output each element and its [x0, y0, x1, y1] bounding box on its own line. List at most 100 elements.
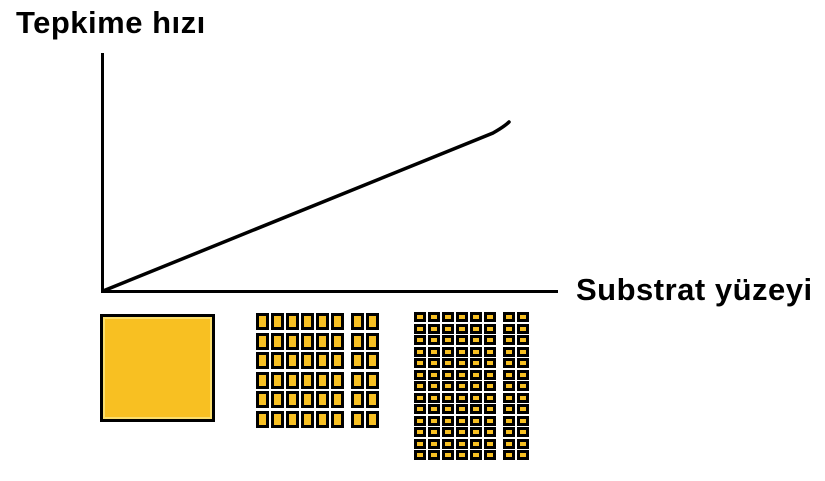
particle-cell: [271, 391, 284, 408]
y-axis-label: Tepkime hızı: [16, 5, 206, 40]
particle-cell: [316, 371, 329, 389]
particle-row: [414, 404, 531, 416]
particle-cell: [414, 392, 426, 403]
particle-cell: [286, 332, 299, 350]
particle-row: [100, 314, 215, 422]
particle-cell: [414, 427, 426, 437]
particle-cell: [470, 381, 482, 391]
particle-cell: [331, 332, 344, 350]
particle-row: [414, 312, 531, 324]
particle-cell: [256, 313, 269, 330]
particle-row: [256, 391, 381, 411]
particle-cell: [316, 391, 329, 408]
particle-cell: [456, 450, 468, 460]
particle-cell: [517, 358, 529, 368]
particle-cell: [316, 313, 329, 330]
particle-cell: [442, 381, 454, 391]
substrate-block-whole: [100, 314, 215, 422]
x-axis-line: [101, 290, 558, 293]
particle-cell: [470, 358, 482, 368]
particle-cell: [484, 404, 496, 414]
particle-row: [414, 335, 531, 347]
particle-cell: [442, 346, 454, 357]
particle-cell: [414, 335, 426, 345]
particle-row: [414, 392, 531, 405]
particle-cell: [517, 427, 529, 437]
particle-cell: [484, 358, 496, 368]
particle-cell: [414, 438, 426, 449]
particle-row: [414, 358, 531, 370]
particle-cell: [428, 415, 440, 426]
substrate-block-medium-particles: [256, 313, 381, 430]
particle-cell: [456, 392, 468, 403]
particle-cell: [301, 371, 314, 389]
particle-cell: [428, 312, 440, 322]
particle-cell: [351, 352, 364, 369]
particle-cell: [351, 313, 364, 330]
particle-cell: [484, 312, 496, 322]
particle-cell: [351, 391, 364, 408]
particle-cell: [484, 346, 496, 357]
particle-row: [414, 381, 531, 393]
particle-cell: [351, 371, 364, 389]
particle-cell: [517, 335, 529, 345]
particle-cell: [517, 415, 529, 426]
particle-cell: [428, 369, 440, 380]
particle-row: [256, 352, 381, 372]
particle-cell: [456, 323, 468, 334]
particle-cell: [503, 335, 515, 345]
particle-cell: [484, 369, 496, 380]
particle-cell: [414, 450, 426, 460]
particle-cell: [414, 415, 426, 426]
particle-row: [414, 415, 531, 428]
particle-row: [256, 313, 381, 333]
particle-cell: [470, 438, 482, 449]
particle-cell: [286, 391, 299, 408]
particle-row: [256, 332, 381, 353]
particle-cell: [316, 352, 329, 369]
particle-cell: [484, 335, 496, 345]
particle-cell: [442, 358, 454, 368]
particle-row: [414, 346, 531, 359]
particle-cell: [271, 313, 284, 330]
particle-cell: [442, 427, 454, 437]
particle-cell: [470, 346, 482, 357]
particle-cell: [271, 332, 284, 350]
particle-cell: [456, 404, 468, 414]
particle-cell: [271, 352, 284, 369]
particle-cell: [503, 323, 515, 334]
particle-row: [414, 323, 531, 336]
particle-cell: [470, 369, 482, 380]
particle-cell: [484, 450, 496, 460]
particle-cell: [414, 369, 426, 380]
particle-cell: [316, 332, 329, 350]
particle-cell: [428, 450, 440, 460]
particle-cell: [503, 415, 515, 426]
particle-cell: [428, 381, 440, 391]
particle-cell: [286, 410, 299, 428]
particle-cell: [366, 371, 379, 389]
particle-cell: [256, 410, 269, 428]
particle-cell: [442, 450, 454, 460]
particle-cell: [503, 450, 515, 460]
particle-cell: [503, 346, 515, 357]
particle-cell: [484, 427, 496, 437]
particle-cell: [470, 335, 482, 345]
particle-cell: [256, 371, 269, 389]
particle-cell: [442, 404, 454, 414]
particle-cell: [414, 381, 426, 391]
particle-cell: [456, 415, 468, 426]
particle-cell: [414, 358, 426, 368]
particle-cell: [414, 323, 426, 334]
particle-cell: [331, 391, 344, 408]
particle-cell: [517, 404, 529, 414]
particle-row: [414, 369, 531, 382]
particle-cell: [271, 410, 284, 428]
particle-cell: [517, 346, 529, 357]
particle-cell: [301, 391, 314, 408]
particle-cell: [456, 335, 468, 345]
particle-cell: [286, 352, 299, 369]
particle-cell: [503, 404, 515, 414]
substrate-block-fine-particles: [414, 312, 531, 462]
